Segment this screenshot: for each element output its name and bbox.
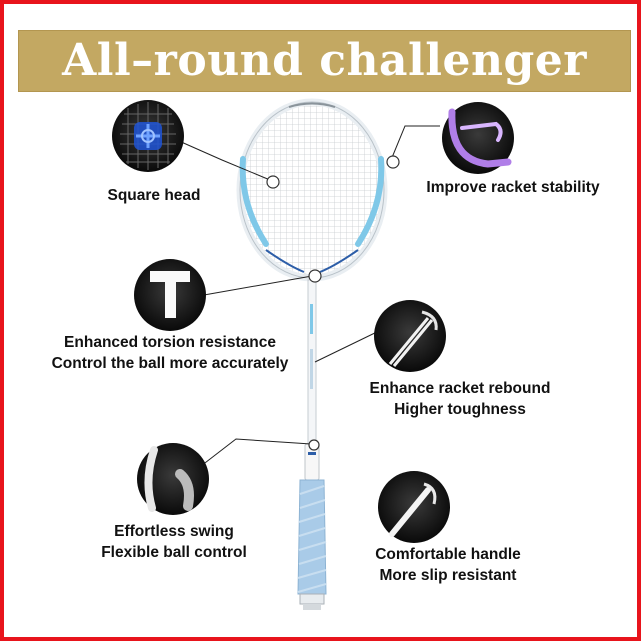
feature-swing: Effortless swing Flexible ball control (74, 521, 274, 563)
feature-stability-line1: Improve racket stability (426, 179, 600, 196)
feature-handle-line2: More slip resistant (379, 567, 517, 584)
callout-lines (178, 125, 440, 467)
frame-curve-icon (442, 102, 514, 174)
feature-swing-line1: Effortless swing (114, 523, 234, 540)
feature-rebound-line2: Higher toughness (394, 401, 526, 418)
racket-head-closeup-icon (112, 100, 184, 172)
swing-closeup-icon (137, 443, 209, 515)
feature-torsion-line1: Enhanced torsion resistance (64, 334, 276, 351)
marker-shaft (308, 439, 320, 451)
racket-illustration (112, 98, 514, 610)
feature-torsion: Enhanced torsion resistance Control the … (28, 332, 312, 374)
marker-tjoint (308, 269, 322, 283)
feature-torsion-line2: Control the ball more accurately (51, 355, 289, 372)
marker-head (266, 175, 280, 189)
t-joint-icon (134, 259, 206, 331)
feature-rebound-line1: Enhance racket rebound (369, 380, 551, 397)
banner-title: All–round challenger (62, 35, 587, 86)
marker-frame (386, 155, 400, 169)
feature-square-head-line1: Square head (107, 187, 201, 204)
title-banner: All–round challenger (18, 30, 631, 92)
feature-rebound: Enhance racket rebound Higher toughness (348, 378, 572, 420)
feature-handle-line1: Comfortable handle (375, 546, 521, 563)
feature-swing-line2: Flexible ball control (101, 544, 247, 561)
racket-head (236, 98, 388, 282)
handle-closeup-icon (378, 471, 450, 543)
racket-grip (297, 479, 327, 610)
feature-square-head: Square head (74, 185, 234, 206)
feature-handle: Comfortable handle More slip resistant (350, 544, 546, 586)
feature-stability: Improve racket stability (402, 177, 624, 198)
shaft-closeup-icon (374, 300, 446, 372)
